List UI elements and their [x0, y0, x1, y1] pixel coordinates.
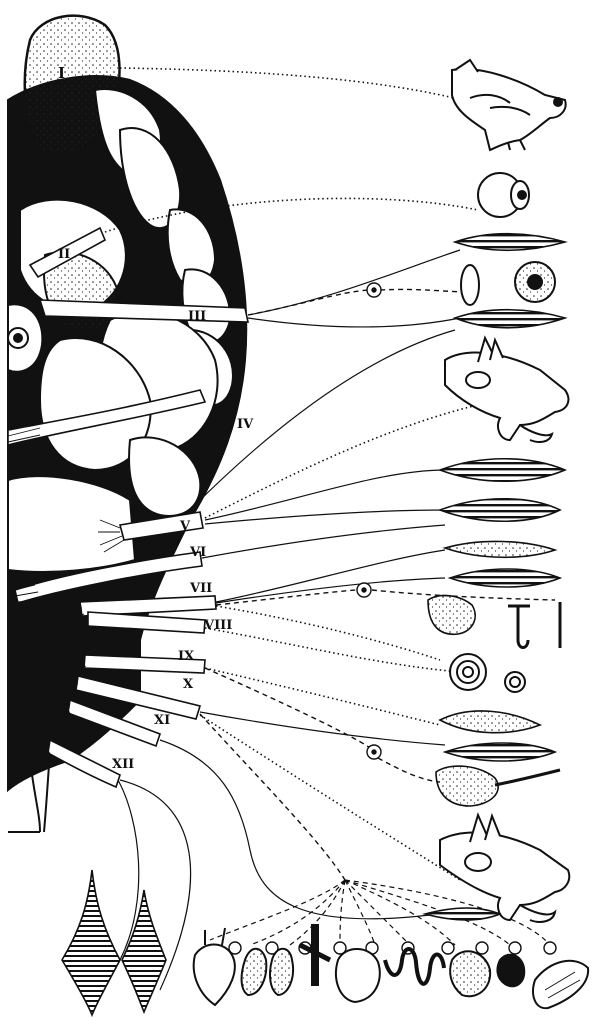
- iris-icon: [461, 262, 555, 305]
- dog-head-icon: [445, 338, 568, 442]
- intestine-icon: [385, 949, 444, 984]
- liver-icon: [450, 951, 490, 996]
- nerve-label-ix: IX: [178, 649, 195, 664]
- ear-cochlea-icon: [450, 654, 525, 692]
- nerve-label-x: X: [183, 677, 194, 692]
- kidney-icon: [497, 955, 524, 987]
- nerve-label-vii: VII: [189, 581, 212, 596]
- trachea-icon: [300, 925, 330, 985]
- nerve-label-ii: II: [58, 247, 70, 262]
- nerve-label-viii: VIII: [203, 618, 232, 633]
- lungs-icon: [242, 949, 293, 995]
- nerve-label-xii: XII: [112, 757, 134, 772]
- nerve-label-iv: IV: [237, 417, 254, 432]
- nerve-label-iii: III: [188, 309, 206, 324]
- dog-head-icon: [440, 815, 569, 922]
- stomach-icon: [336, 949, 380, 1002]
- nerve-label-xi: XI: [154, 713, 170, 728]
- dog-head-icon: [452, 60, 566, 150]
- nerve-label-i: I: [58, 64, 65, 82]
- salivary-gland-icon: [428, 595, 498, 806]
- nerve-label-vi: VI: [189, 545, 206, 560]
- eye-icon: [478, 173, 529, 217]
- heart-icon: [194, 928, 235, 1005]
- colon-icon: [533, 961, 588, 1008]
- nerve-label-v: V: [179, 519, 191, 534]
